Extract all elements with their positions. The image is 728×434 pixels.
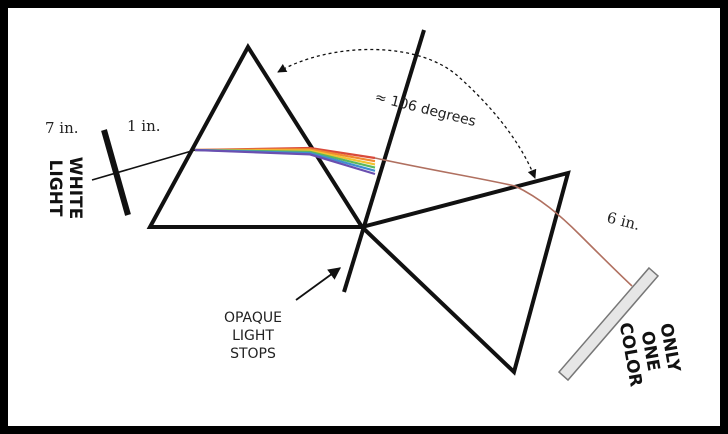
svg-text:STOPS: STOPS bbox=[230, 346, 276, 362]
angle-arc bbox=[277, 48, 537, 179]
label-white-light: WHITE LIGHT bbox=[45, 157, 85, 220]
svg-text:LIGHT: LIGHT bbox=[45, 160, 65, 217]
second-prism bbox=[358, 170, 571, 376]
light-stop-pointer bbox=[295, 267, 342, 301]
svg-text:LIGHT: LIGHT bbox=[232, 328, 274, 344]
white-light-beam bbox=[91, 149, 196, 181]
svg-text:WHITE: WHITE bbox=[65, 157, 85, 220]
output-screen bbox=[557, 266, 660, 382]
label-7-in: 7 in. bbox=[45, 119, 79, 137]
label-1-in: 1 in. bbox=[127, 117, 161, 135]
svg-text:OPAQUE: OPAQUE bbox=[224, 310, 282, 326]
label-opaque-light-stops: OPAQUE LIGHT STOPS bbox=[224, 310, 282, 362]
